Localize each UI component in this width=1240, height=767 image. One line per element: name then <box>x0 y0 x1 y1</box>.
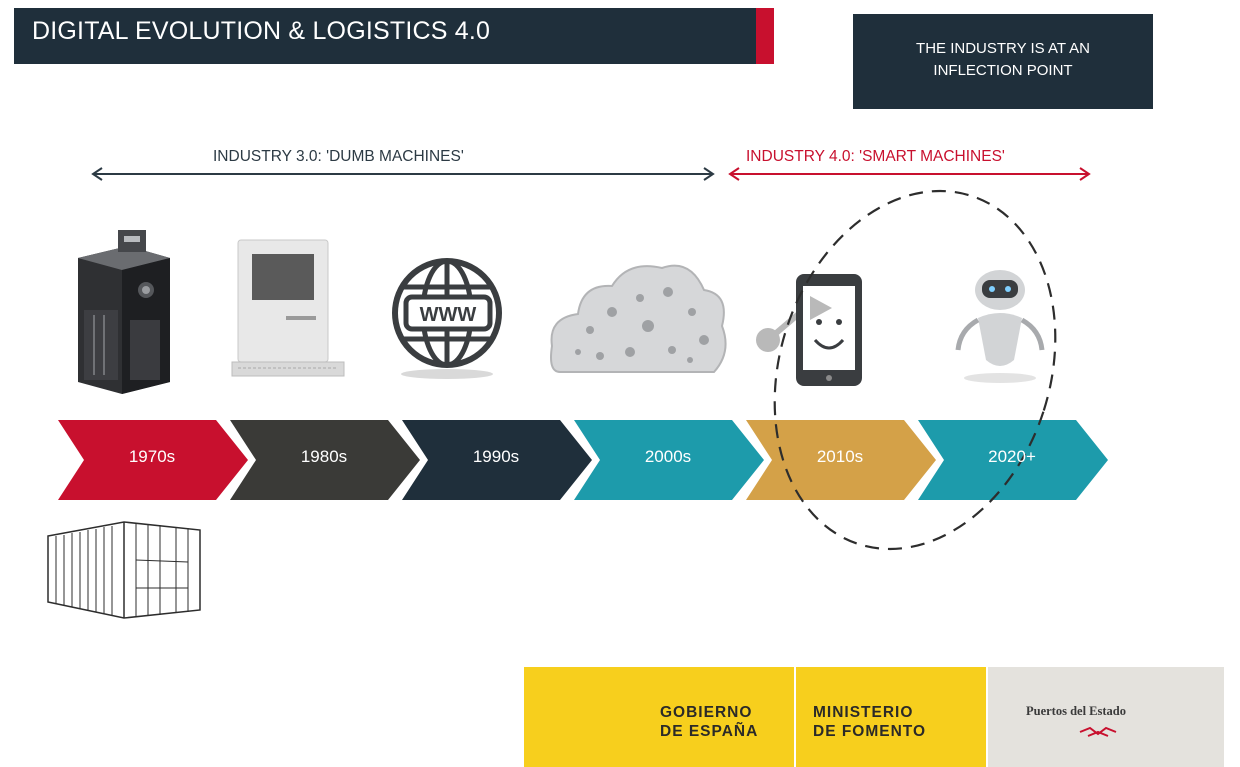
smartphone-icon <box>756 274 862 386</box>
page-title: DIGITAL EVOLUTION & LOGISTICS 4.0 <box>32 17 491 45</box>
www-globe-icon: WWW <box>392 258 502 379</box>
gobierno-line-2: DE ESPAÑA <box>660 723 759 740</box>
decade-label: 2010s <box>816 447 864 466</box>
chevron-1 <box>230 420 420 500</box>
callout-line-1: THE INDUSTRY IS AT AN <box>916 40 1090 57</box>
mainframe-icon <box>78 230 170 394</box>
gobierno-panel <box>524 667 794 767</box>
shipping-container-icon <box>47 521 201 619</box>
puertos-del-estado-text: Puertos del Estado <box>1026 704 1126 718</box>
gobierno-line-1: GOBIERNO <box>660 704 753 721</box>
decade-label: 1970s <box>128 447 176 466</box>
ministerio-line-1: MINISTERIO <box>813 704 914 721</box>
chevron-3 <box>574 420 764 500</box>
industry-3-arrow <box>91 167 715 181</box>
robot-icon <box>955 270 1045 383</box>
ministerio-panel <box>796 667 986 767</box>
inflection-dashed-circle <box>773 189 1057 551</box>
chevron-5 <box>918 420 1108 500</box>
puertos-panel <box>988 667 1224 767</box>
decade-label: 2020+ <box>988 447 1036 466</box>
decade-label: 1990s <box>472 447 520 466</box>
chevron-0 <box>58 420 248 500</box>
decade-label: 1980s <box>300 447 348 466</box>
industry-4-arrow <box>728 167 1091 181</box>
industry-3-label: INDUSTRY 3.0: 'DUMB MACHINES' <box>213 148 464 165</box>
callout-line-2: INFLECTION POINT <box>933 62 1073 79</box>
svg-text:WWW: WWW <box>420 304 477 326</box>
title-bar <box>14 8 774 64</box>
industry-4-label: INDUSTRY 4.0: 'SMART MACHINES' <box>746 148 1005 165</box>
decade-chevrons <box>58 420 1108 500</box>
callout-box <box>853 14 1153 109</box>
cloud-icon <box>550 264 727 373</box>
desktop-computer-icon <box>231 239 345 377</box>
ministerio-line-2: DE FOMENTO <box>813 723 927 740</box>
footer-logos <box>524 667 1224 767</box>
title-accent <box>756 8 774 64</box>
ministerio-text: MINISTERIO DE FOMENTO <box>813 703 926 741</box>
puertos-logo-icon <box>1079 726 1117 737</box>
chevron-2 <box>402 420 592 500</box>
callout-text: THE INDUSTRY IS AT AN INFLECTION POINT <box>853 38 1153 82</box>
chevron-4 <box>746 420 936 500</box>
decade-label: 2000s <box>644 447 692 466</box>
gobierno-text: GOBIERNO DE ESPAÑA <box>660 703 758 741</box>
